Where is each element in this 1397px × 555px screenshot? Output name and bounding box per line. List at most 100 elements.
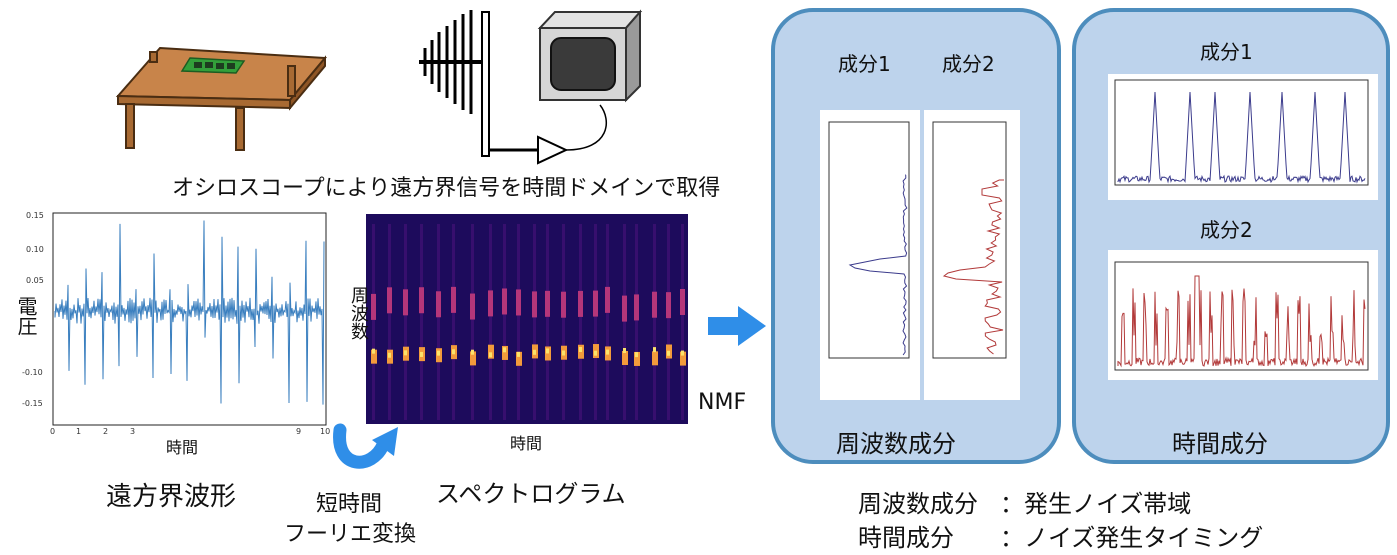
spectrogram-stripe xyxy=(562,224,565,420)
waveform-caption: 遠方界波形 xyxy=(106,482,237,512)
spectrogram-band-mid xyxy=(593,290,598,317)
acquisition-caption: オシロスコープにより遠方界信号を時間ドメインで取得 xyxy=(172,176,721,201)
spectrogram-band-mid xyxy=(516,289,521,316)
spectrogram-band-low xyxy=(470,351,476,366)
spectrogram-hot xyxy=(437,350,440,356)
waveform-trace xyxy=(54,220,325,405)
ytick: -0.15 xyxy=(22,399,43,408)
spectrogram-band-low xyxy=(516,351,522,366)
spectrogram-band-mid xyxy=(502,288,507,315)
spectrogram-band-low xyxy=(622,350,628,365)
spectrogram-band-low xyxy=(502,345,508,360)
spectrogram-hot xyxy=(667,350,670,356)
stft-label-line2: フーリエ変換 xyxy=(284,522,417,547)
pcb-icon xyxy=(180,57,246,74)
spectrogram-image xyxy=(366,214,688,424)
spectrogram-stripe xyxy=(667,224,670,420)
spectrogram-band-mid xyxy=(371,293,376,320)
spectrogram-band-mid xyxy=(578,290,583,317)
spectrogram-stripe xyxy=(437,224,440,420)
spectrogram-stripe xyxy=(594,224,597,420)
spectrogram-hot xyxy=(562,350,565,356)
nmf-arrow-icon xyxy=(708,306,766,346)
spectrogram-stripe xyxy=(517,224,520,420)
time-comp2-line xyxy=(1117,275,1366,368)
time-comp2-trace xyxy=(1117,275,1366,368)
freq-comp2-box xyxy=(924,110,1020,400)
legend-term-frequency: 周波数成分 xyxy=(858,490,978,518)
spectrogram-band-low xyxy=(652,351,658,366)
spectrogram-hot xyxy=(404,350,407,356)
nmf-label: NMF xyxy=(698,390,747,415)
waveform-line xyxy=(54,220,325,405)
xtick: 1 xyxy=(76,427,82,436)
stft-arrow-icon xyxy=(333,423,398,469)
spectrogram-hot xyxy=(489,352,492,358)
spectrogram-band-low xyxy=(488,344,494,359)
spectrogram-hot xyxy=(606,349,609,355)
legend-desc-time: ：ノイズ発生タイミング xyxy=(1000,524,1264,552)
stft-label-line1: 短時間 xyxy=(316,492,383,517)
legend-term-time: 時間成分 xyxy=(858,524,954,552)
time-comp2-axes xyxy=(1114,261,1369,371)
ytick: 0.05 xyxy=(26,276,44,285)
spectrogram-stripe xyxy=(404,224,407,420)
spectrogram-band-mid xyxy=(666,292,671,319)
time-panel-title: 時間成分 xyxy=(1172,430,1268,458)
spectrogram-hot xyxy=(635,352,638,358)
spectrogram-stripe xyxy=(388,224,391,420)
spectrogram-hot xyxy=(546,348,549,354)
spectrogram-stripe xyxy=(452,224,455,420)
spectrogram-band-mid xyxy=(436,291,441,318)
spectrogram-band-mid xyxy=(403,289,408,316)
spectrogram-stripe xyxy=(623,224,626,420)
spectrogram-stripe xyxy=(471,224,474,420)
spectrogram-stripe xyxy=(579,224,582,420)
spectrogram-stripe xyxy=(489,224,492,420)
spectrogram-band-mid xyxy=(470,293,475,320)
spectrogram-stripe xyxy=(635,224,638,420)
xtick: 3 xyxy=(130,427,136,436)
time-comp1-axes xyxy=(1114,79,1369,186)
spectrogram-band-mid xyxy=(652,291,657,318)
spectrogram-band-low xyxy=(680,351,686,366)
freq-comp2-trace xyxy=(942,179,1004,355)
spectrogram-band-low xyxy=(545,346,551,361)
freq-comp1-line xyxy=(848,174,908,356)
spectrogram-band-mid xyxy=(545,290,550,317)
spectrogram-band-mid xyxy=(387,287,392,314)
spectrogram-stripe xyxy=(546,224,549,420)
waveform-xlabel: 時間 xyxy=(166,438,199,457)
waveform-plot-frame xyxy=(52,212,327,426)
spectrogram-caption: スペクトログラム xyxy=(436,480,626,508)
spectrogram-stripe xyxy=(681,224,684,420)
time-comp1-line xyxy=(1117,91,1366,184)
table-icon xyxy=(115,46,328,151)
spectrogram-hot xyxy=(503,347,506,353)
spectrogram-band-mid xyxy=(532,291,537,318)
spectrogram-hot xyxy=(533,349,536,355)
freq-comp1-box xyxy=(820,110,920,400)
spectrogram-hot xyxy=(594,350,597,356)
ytick: 0.15 xyxy=(26,211,44,220)
freq-panel-title: 周波数成分 xyxy=(836,430,956,458)
spectrogram-hot xyxy=(388,352,391,358)
spectrogram-band-low xyxy=(371,349,377,364)
spectrogram-hot xyxy=(471,349,474,355)
time-comp1-trace xyxy=(1117,91,1366,184)
spectrogram-hot xyxy=(452,349,455,355)
spectrogram-hot xyxy=(681,350,684,356)
spectrogram-stripe xyxy=(606,224,609,420)
antenna-icon xyxy=(419,10,540,157)
spectrogram-hot xyxy=(579,347,582,353)
spectrogram-hot xyxy=(517,351,520,357)
spectrogram-band-mid xyxy=(605,286,610,313)
spectrogram-ylabel: 周波数 xyxy=(348,286,369,340)
freq-comp2-line xyxy=(942,179,1004,355)
freq-comp2-axes xyxy=(932,121,1007,359)
ytick: 0.10 xyxy=(26,245,44,254)
spectrogram-xlabel: 時間 xyxy=(510,434,543,453)
spectrogram-hot xyxy=(420,351,423,357)
